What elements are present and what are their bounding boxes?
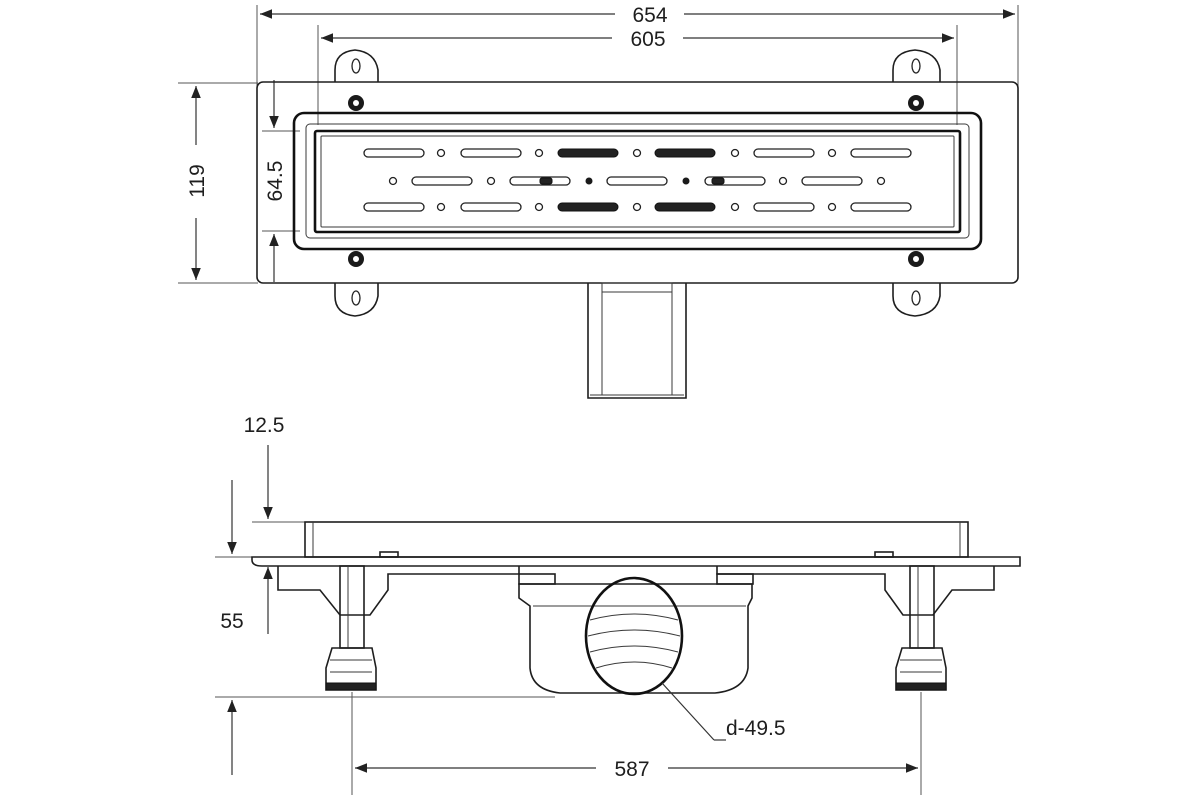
dimension-flange-thickness: 12.5 (215, 414, 305, 558)
flange-side (251, 556, 1021, 567)
adjustable-leg-left (325, 565, 377, 691)
outlet-pipe-section (584, 576, 684, 696)
channel-outline (292, 111, 983, 251)
flange-bolts (348, 95, 924, 267)
outlet-diameter-label: d-49.5 (726, 717, 786, 740)
dimension-grate-width: 64.5 (262, 80, 300, 282)
foot-spacing-label: 587 (614, 758, 649, 781)
mounting-lugs-top (334, 49, 941, 317)
overall-length-label: 654 (632, 4, 667, 27)
dimension-overall-width: 119 (178, 82, 258, 284)
top-view: 654 605 119 64.5 (178, 4, 1019, 399)
dimension-overall-length: 654 (256, 4, 1019, 90)
leg-height-label: 55 (220, 610, 243, 633)
channel-left (277, 566, 520, 616)
dimension-leg-height: 55 (215, 567, 555, 775)
grate-width-label: 64.5 (264, 161, 287, 202)
grate-side (304, 521, 969, 558)
flange-thickness-label: 12.5 (244, 414, 285, 437)
grate (313, 129, 962, 234)
dimension-outlet-diameter: d-49.5 (661, 682, 786, 741)
adjustable-leg-right (895, 565, 947, 691)
outlet-body (518, 573, 754, 696)
outlet-pipe-top (587, 282, 687, 399)
grate-slots (363, 148, 912, 212)
side-view: 12.5 55 (215, 414, 1021, 795)
inner-length-label: 605 (630, 28, 665, 51)
channel-right (716, 566, 995, 616)
dimension-inner-length: 605 (317, 25, 958, 125)
overall-width-label: 119 (186, 164, 209, 197)
dimension-foot-spacing: 587 (351, 692, 922, 795)
